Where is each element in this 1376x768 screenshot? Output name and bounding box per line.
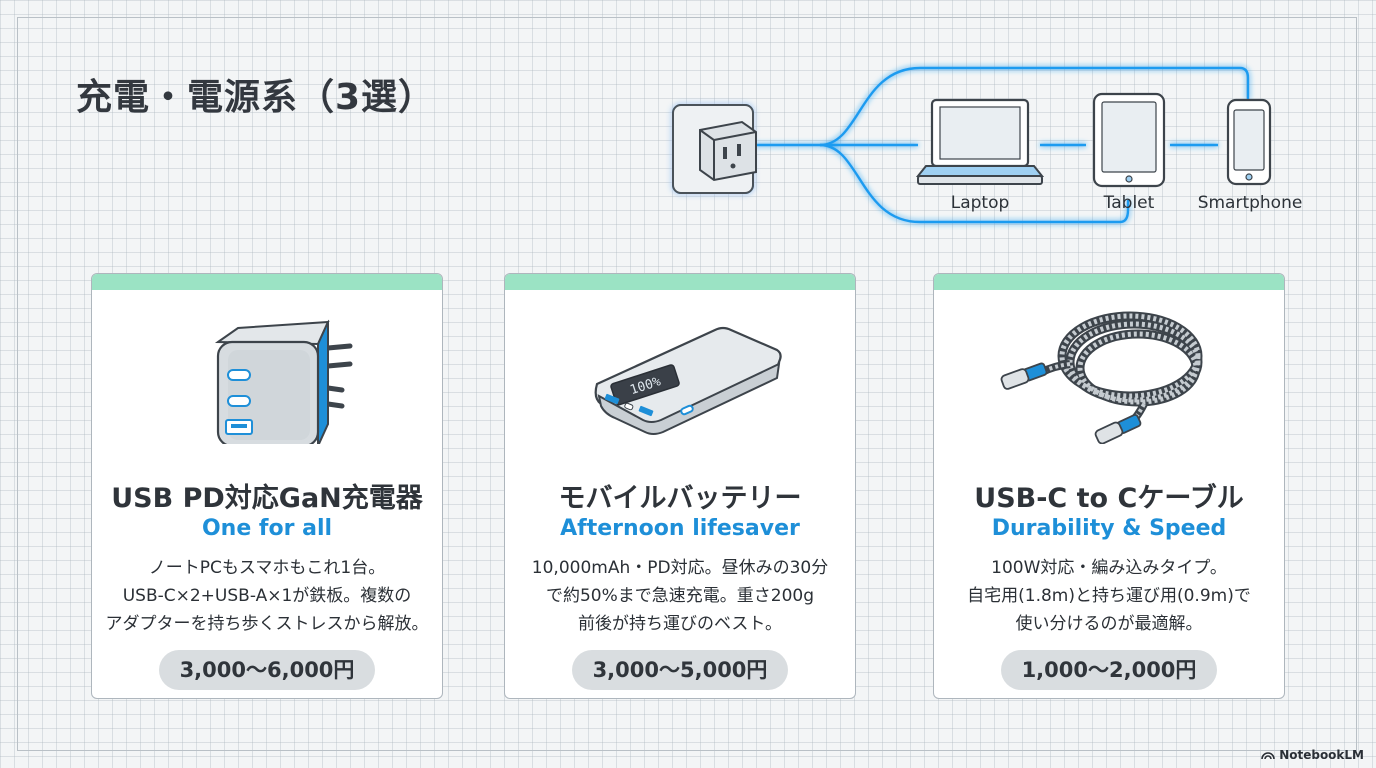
price-badge: 3,000〜5,000円 [572,650,788,690]
product-name: USB PD対応GaN充電器 [111,483,423,514]
notebooklm-brand: NotebookLM [1261,748,1364,762]
charging-wires [755,66,1250,224]
card-accent-strip [92,274,442,290]
product-description: ノートPCもスマホもこれ1台。 USB-C×2+USB-A×1が鉄板。複数の ア… [102,554,432,638]
label-laptop: Laptop [951,193,1010,213]
description-line: ノートPCもスマホもこれ1台。 [148,558,386,578]
card-accent-strip [505,274,855,290]
description-line: 自宅用(1.8m)と持ち運び用(0.9m)で [967,586,1251,606]
product-description: 10,000mAh・PD対応。昼休みの30分 で約50%まで急速充電。重さ200… [515,554,845,638]
description-line: で約50%まで急速充電。重さ200g [545,586,815,606]
page-title: 充電・電源系（3選） [76,77,436,118]
notebooklm-logo-icon [1261,752,1275,760]
description-line: 100W対応・編み込みタイプ。 [991,558,1227,578]
description-line: 使い分けるのが最適解。 [1015,614,1203,634]
product-name: USB-C to Cケーブル [974,483,1244,514]
gan-charger-icon [92,304,442,448]
price-badge: 1,000〜2,000円 [1001,650,1217,690]
card-accent-strip [934,274,1284,290]
description-line: アダプターを持ち歩くストレスから解放。 [105,614,429,634]
product-card-power-bank: 100% モバイルバッテリー Afternoon lifesaver 10,00… [504,273,856,699]
product-tagline: Afternoon lifesaver [560,516,800,541]
product-name: モバイルバッテリー [558,483,802,514]
brand-label: NotebookLM [1279,748,1364,762]
product-tagline: Durability & Speed [991,516,1227,541]
product-description: 100W対応・編み込みタイプ。 自宅用(1.8m)と持ち運び用(0.9m)で 使… [944,554,1274,638]
laptop-icon [915,98,1045,185]
page-frame [17,17,1357,751]
connection-diagram-svg: Laptop Tablet Smartphone [672,66,1303,224]
price-badge: 3,000〜6,000円 [159,650,375,690]
product-card-charger: USB PD対応GaN充電器 One for all ノートPCもスマホもこれ1… [91,273,443,699]
description-line: 前後が持ち運びのベスト。 [578,614,782,634]
product-card-cable: USB-C to Cケーブル Durability & Speed 100W対応… [933,273,1285,699]
device-connection-diagram: Laptop Tablet Smartphone [660,60,1320,240]
usb-c-cable-icon [934,304,1284,445]
tablet-icon [1092,92,1166,188]
power-bank-icon: 100% [505,304,855,444]
product-tagline: One for all [201,516,333,541]
label-smartphone: Smartphone [1198,193,1303,213]
smartphone-icon [1226,98,1272,186]
label-tablet: Tablet [1103,193,1155,213]
wall-outlet-icon [672,104,757,194]
description-line: USB-C×2+USB-A×1が鉄板。複数の [122,586,412,606]
description-line: 10,000mAh・PD対応。昼休みの30分 [531,558,829,578]
